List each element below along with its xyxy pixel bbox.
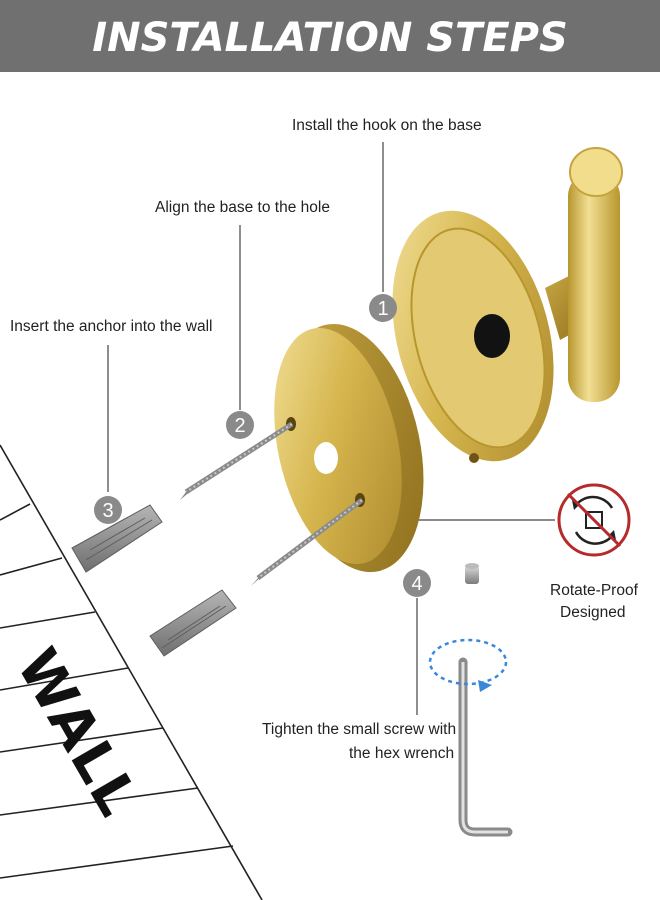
hook-arm xyxy=(545,147,623,402)
step-badge-2: 2 xyxy=(226,411,254,439)
svg-text:2: 2 xyxy=(234,415,245,437)
rotate-proof-line1: Rotate-Proof xyxy=(550,582,638,599)
step-4-label-line2: the hex wrench xyxy=(349,745,455,762)
step-1-label: Install the hook on the base xyxy=(292,117,482,134)
leader-lines xyxy=(107,142,555,715)
svg-text:1: 1 xyxy=(377,298,388,320)
step-4-label-line1: Tighten the small screw with xyxy=(262,721,457,738)
step-badge-1: 1 xyxy=(369,294,397,322)
set-screw xyxy=(465,563,479,584)
wall-anchor-upper xyxy=(71,504,163,573)
rotate-arrow-icon xyxy=(428,638,508,692)
rotate-proof-icon xyxy=(557,483,631,557)
svg-text:3: 3 xyxy=(102,500,113,522)
title-banner xyxy=(0,0,660,72)
wall-outline xyxy=(0,444,263,900)
step-badge-4: 4 xyxy=(403,569,431,597)
svg-text:4: 4 xyxy=(411,573,422,595)
step-2-label: Align the base to the hole xyxy=(155,199,330,216)
mounting-plate xyxy=(274,323,424,573)
hook-base-cup xyxy=(392,210,554,463)
hex-wrench xyxy=(458,657,513,837)
screw-lower xyxy=(251,498,364,586)
rotate-proof-line2: Designed xyxy=(560,604,626,621)
step-badge-3: 3 xyxy=(94,496,122,524)
wall-anchor-lower xyxy=(149,589,237,657)
screw-upper xyxy=(180,421,294,500)
page-title: INSTALLATION STEPS xyxy=(92,15,568,61)
step-3-label: Insert the anchor into the wall xyxy=(10,318,213,335)
